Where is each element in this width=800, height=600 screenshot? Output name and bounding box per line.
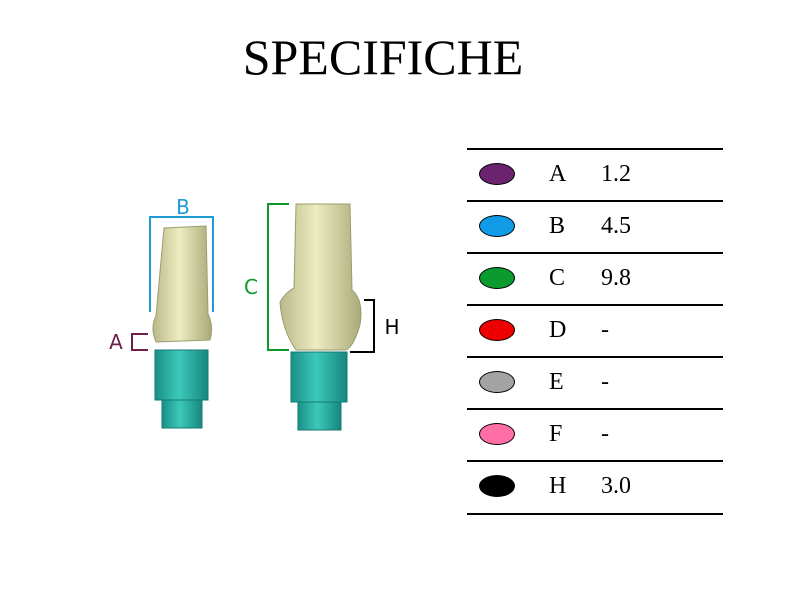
- spec-value: -: [601, 369, 609, 395]
- spec-letter: D: [549, 317, 567, 343]
- page-title: SPECIFICHE: [242, 29, 524, 85]
- dimension-c-label: C: [244, 275, 258, 299]
- color-swatch-b: [479, 215, 515, 237]
- dimension-a-label: A: [109, 330, 123, 354]
- spec-letter: B: [549, 213, 566, 239]
- color-swatch-e: [479, 371, 515, 393]
- spec-row-d: D -: [467, 304, 723, 356]
- spec-value: 3.0: [601, 473, 631, 499]
- spec-value: -: [601, 317, 609, 343]
- spec-row-a: A 1.2: [467, 148, 723, 200]
- spec-value: 9.8: [601, 265, 631, 291]
- color-swatch-f: [479, 423, 515, 445]
- color-swatch-c: [479, 267, 515, 289]
- dimension-a-bracket: [131, 333, 148, 351]
- spec-value: 4.5: [601, 213, 631, 239]
- color-swatch-h: [479, 475, 515, 497]
- spec-row-h: H 3.0: [467, 460, 723, 515]
- spec-value: -: [601, 421, 609, 447]
- color-swatch-a: [479, 163, 515, 185]
- left-abutment-base: [154, 349, 209, 401]
- spec-row-f: F -: [467, 408, 723, 460]
- dimension-c-bracket: [267, 203, 289, 351]
- dimension-b-label: B: [176, 195, 190, 219]
- left-abutment-body: [152, 225, 213, 343]
- spec-row-e: E -: [467, 356, 723, 408]
- right-abutment-stem: [297, 401, 342, 431]
- left-abutment-stem: [161, 399, 203, 429]
- right-abutment: [279, 203, 362, 431]
- spec-letter: A: [549, 161, 567, 187]
- spec-value: 1.2: [601, 161, 631, 187]
- color-swatch-d: [479, 319, 515, 341]
- dimension-b-bracket: [149, 216, 214, 312]
- spec-row-c: C 9.8: [467, 252, 723, 304]
- dimension-h-label: H: [384, 315, 399, 339]
- spec-letter: F: [549, 421, 563, 447]
- right-abutment-body: [279, 203, 362, 351]
- spec-letter: E: [549, 369, 564, 395]
- spec-row-b: B 4.5: [467, 200, 723, 252]
- spec-letter: C: [549, 265, 566, 291]
- right-abutment-base: [290, 351, 348, 403]
- dimension-h-bracket: [350, 299, 375, 353]
- left-abutment: [152, 225, 213, 429]
- spec-letter: H: [549, 473, 567, 499]
- spec-table: A 1.2 B 4.5 C 9.8 D - E - F - H 3.0: [467, 148, 723, 515]
